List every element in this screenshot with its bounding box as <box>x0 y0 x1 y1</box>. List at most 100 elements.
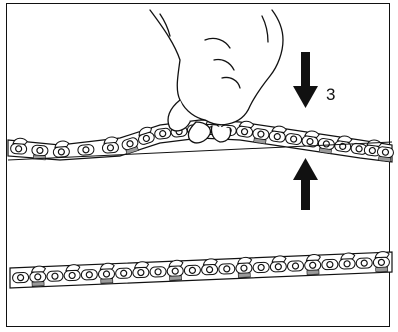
upper-chain-rivet <box>126 140 134 148</box>
lower-chain-cutter <box>340 252 356 260</box>
upper-chain-cutter <box>103 136 119 144</box>
lower-chain-rivet <box>16 274 25 282</box>
lower-chain-cutter <box>134 261 150 269</box>
lower-chain-link <box>218 263 236 275</box>
upper-chain-link <box>154 127 172 140</box>
lower-chain-link <box>269 255 287 273</box>
lower-chain-link <box>166 259 184 281</box>
upper-chain-rivet <box>106 144 115 152</box>
upper-chain-link <box>268 125 288 143</box>
upper-chain-link <box>236 120 255 138</box>
lower-chain-link <box>355 257 373 269</box>
lower-chain-link <box>183 264 201 276</box>
lower-chain-link <box>29 265 47 287</box>
lower-chain-rivet <box>51 272 59 280</box>
lower-chain-rivet <box>34 273 42 281</box>
lower-chain-rivet <box>171 267 179 275</box>
lower-chain-rivet <box>188 266 197 274</box>
lower-chain-rivet <box>240 264 248 272</box>
lower-chain-link <box>98 262 115 284</box>
upper-chain-depth-gauge <box>125 146 139 155</box>
upper-chain-rivet <box>290 135 298 143</box>
lower-chain-depth-gauge <box>169 275 182 281</box>
lower-chain-cutter <box>99 262 115 270</box>
upper-chain-rivet <box>306 137 314 146</box>
upper-chain-depth-gauge <box>318 147 332 155</box>
lower-chain-link <box>235 256 253 278</box>
down-arrow-icon <box>293 52 318 108</box>
upper-chain-cutter <box>336 135 353 143</box>
upper-chain-rivet <box>368 146 376 155</box>
upper-chain-rivet <box>339 142 347 151</box>
thumb <box>167 99 191 132</box>
lower-chain-rivet <box>205 266 214 274</box>
upper-chain-link <box>376 146 394 163</box>
upper-chain-cutter <box>54 140 70 148</box>
bar-reference-line <box>7 141 393 161</box>
lower-chain-link <box>252 261 270 274</box>
lower-chain-cutter <box>30 265 47 273</box>
lower-chain-link <box>372 251 390 272</box>
upper-chain-cutter <box>12 137 28 145</box>
upper-chain-link <box>301 130 320 148</box>
hand-outline <box>149 9 284 126</box>
lower-chain-rivet <box>68 271 76 280</box>
lower-chain-cutter <box>65 264 81 272</box>
lower-chain-rivet <box>343 260 351 268</box>
hand-figure <box>149 9 284 144</box>
upper-chain-link <box>285 133 303 145</box>
lower-chain-rivet <box>85 271 93 279</box>
lower-chain-link <box>46 270 64 282</box>
lower-chain-depth-gauge <box>100 278 114 284</box>
upper-chain-link <box>10 137 28 155</box>
upper-chain-link <box>138 126 155 145</box>
lower-chain-rivet <box>291 262 300 270</box>
lower-chain-link <box>321 258 339 271</box>
upper-chain-rivet <box>240 128 249 136</box>
lower-chain-rivet <box>309 261 317 269</box>
finger-1 <box>187 121 212 144</box>
lower-chain-link <box>63 264 81 282</box>
upper-chain-cutter <box>238 120 255 129</box>
lower-chain-cutter <box>168 259 184 267</box>
upper-chain-cutter <box>271 125 288 134</box>
upper-chain-cutter <box>138 126 153 137</box>
lower-chain-rivet <box>274 263 282 271</box>
lower-chain-depth-gauge <box>237 272 251 278</box>
lower-chain-cutter <box>374 251 390 259</box>
lower-chain-rivet <box>154 268 162 276</box>
lower-chain-depth-gauge <box>306 269 320 275</box>
upper-chain-rivet <box>57 148 65 156</box>
lower-chain-link <box>80 269 98 281</box>
lower-chain-depth-gauge <box>375 266 389 272</box>
lower-chain-cutter <box>237 256 253 264</box>
upper-chain-rivet <box>142 134 150 143</box>
upper-chain-rivet <box>36 146 44 155</box>
lower-chain-link <box>201 258 219 276</box>
lower-chain-link <box>12 272 30 284</box>
upper-chain-depth-gauge <box>378 156 392 163</box>
upper-chain-link <box>52 140 70 158</box>
lower-chain-rivet <box>223 265 231 273</box>
lower-chain-rivet <box>360 259 368 267</box>
callout-label: 3 <box>326 85 336 104</box>
upper-chain-link <box>121 137 139 155</box>
lower-chain-rivet <box>377 258 386 266</box>
upper-chain-rivet <box>15 145 23 153</box>
wrist-lines <box>159 13 269 43</box>
upper-chain-link <box>101 136 119 154</box>
lower-chain-links <box>12 251 390 287</box>
upper-chain-rivet <box>273 132 281 141</box>
up-arrow-icon <box>293 158 318 210</box>
lower-chain-cutter <box>202 258 218 266</box>
upper-chain-link <box>77 144 95 156</box>
lower-chain-rivet <box>102 270 111 278</box>
knuckle-lines <box>204 37 241 89</box>
upper-chain-link <box>252 128 270 145</box>
upper-chain-rivet <box>82 146 90 154</box>
lower-chain-link <box>132 261 150 279</box>
lower-chain-link <box>287 260 304 272</box>
lower-chain-cutter <box>271 255 287 263</box>
lower-chain-rivet <box>257 263 265 272</box>
upper-chain-rivet <box>355 145 363 153</box>
